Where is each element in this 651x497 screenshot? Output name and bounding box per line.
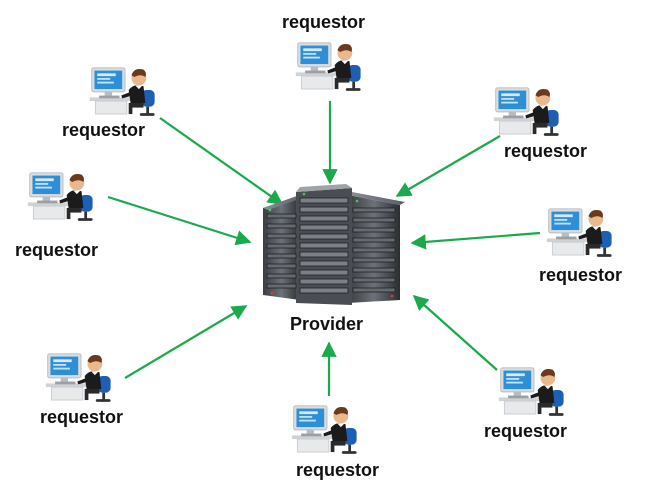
requestor-label: requestor <box>539 265 622 285</box>
requestor-label: requestor <box>40 407 123 427</box>
arrow-right <box>410 231 541 250</box>
arrow-upper-left <box>159 117 284 205</box>
arrow-left <box>107 195 252 246</box>
provider-server-icon <box>263 184 405 305</box>
arrow-lower-left <box>124 305 248 379</box>
person-computer-icon <box>498 367 565 417</box>
person-computer-icon <box>89 67 156 117</box>
requestor-label: requestor <box>484 421 567 441</box>
requestor-upper-right: requestor <box>493 87 587 161</box>
person-computer-icon <box>45 353 112 403</box>
requestor-bottom: requestor <box>291 405 379 480</box>
requestor-lower-right: requestor <box>484 367 567 441</box>
arrow-upper-right <box>395 135 501 197</box>
requestor-label: requestor <box>504 141 587 161</box>
requestor-top: requestor <box>282 12 365 92</box>
requestor-label: requestor <box>296 460 379 480</box>
person-computer-icon <box>493 87 560 137</box>
requestor-left: requestor <box>15 172 98 260</box>
requestor-right: requestor <box>539 208 622 285</box>
provider-label: Provider <box>290 314 363 334</box>
person-computer-icon <box>546 208 613 258</box>
connection-arrows <box>107 101 541 396</box>
requestor-label: requestor <box>62 120 145 140</box>
person-computer-icon <box>291 405 358 455</box>
requestor-upper-left: requestor <box>62 67 156 140</box>
requestor-label: requestor <box>282 12 365 32</box>
requestor-lower-left: requestor <box>40 353 123 427</box>
arrow-lower-right <box>412 294 498 371</box>
person-computer-icon <box>27 172 94 222</box>
person-computer-icon <box>295 42 362 92</box>
requestor-label: requestor <box>15 240 98 260</box>
